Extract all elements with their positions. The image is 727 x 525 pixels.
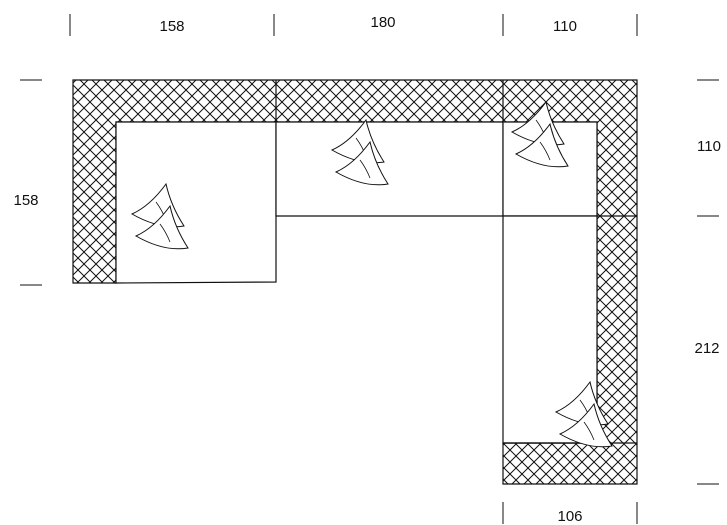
module-dividers <box>275 80 637 444</box>
seat-modules <box>115 121 598 444</box>
dimension-bottom: 106 <box>557 508 582 525</box>
dimension-left: 158 <box>13 192 38 209</box>
dimension-top-middle: 180 <box>370 14 395 31</box>
dimension-right-bottom: 212 <box>694 340 719 357</box>
seat-corner-left <box>115 121 277 284</box>
seat-middle <box>275 121 504 217</box>
dimension-ticks <box>20 14 719 524</box>
dimension-top-right: 110 <box>553 18 577 35</box>
dimension-right-top: 110 <box>697 138 721 155</box>
dimension-top-left: 158 <box>159 18 184 35</box>
